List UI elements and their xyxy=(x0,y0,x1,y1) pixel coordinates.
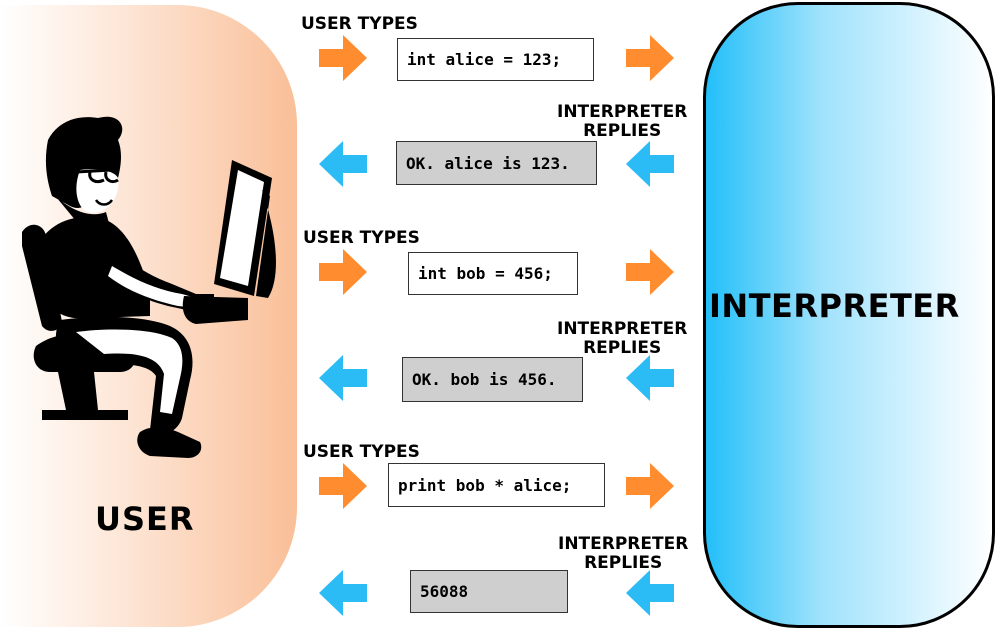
caption-line: INTERPRETER xyxy=(557,319,688,339)
interpreter-replies-caption: INTERPRETER REPLIES xyxy=(557,320,687,358)
interpreter-label: INTERPRETER xyxy=(709,287,960,325)
user-types-caption: USER TYPES xyxy=(303,228,420,248)
code-output-box: 56088 xyxy=(410,570,568,613)
left-arrow-icon xyxy=(319,570,367,616)
right-arrow-icon xyxy=(319,35,367,81)
caption-line: INTERPRETER xyxy=(558,534,689,554)
code-output-box: OK. bob is 456. xyxy=(402,357,583,402)
right-arrow-icon xyxy=(319,463,367,509)
user-types-caption: USER TYPES xyxy=(301,14,418,34)
right-arrow-icon xyxy=(319,249,367,295)
user-at-computer-icon xyxy=(22,116,276,458)
interpreter-replies-caption: INTERPRETER REPLIES xyxy=(558,535,688,573)
left-arrow-icon xyxy=(626,355,674,401)
caption-line: INTERPRETER xyxy=(557,102,688,122)
code-input-box: print bob * alice; xyxy=(388,463,605,507)
user-label: USER xyxy=(95,500,195,538)
right-arrow-icon xyxy=(626,249,674,295)
code-output-box: OK. alice is 123. xyxy=(396,141,597,185)
left-arrow-icon xyxy=(626,570,674,616)
caption-line: REPLIES xyxy=(583,121,662,141)
right-arrow-icon xyxy=(626,463,674,509)
code-input-box: int bob = 456; xyxy=(408,252,578,295)
caption-line: REPLIES xyxy=(583,338,662,358)
right-arrow-icon xyxy=(626,35,674,81)
caption-line: REPLIES xyxy=(584,553,663,573)
interpreter-replies-caption: INTERPRETER REPLIES xyxy=(557,103,687,141)
interpreter-panel xyxy=(703,2,995,628)
user-types-caption: USER TYPES xyxy=(303,442,420,462)
left-arrow-icon xyxy=(319,141,367,187)
left-arrow-icon xyxy=(626,141,674,187)
code-input-box: int alice = 123; xyxy=(397,38,594,81)
left-arrow-icon xyxy=(319,355,367,401)
